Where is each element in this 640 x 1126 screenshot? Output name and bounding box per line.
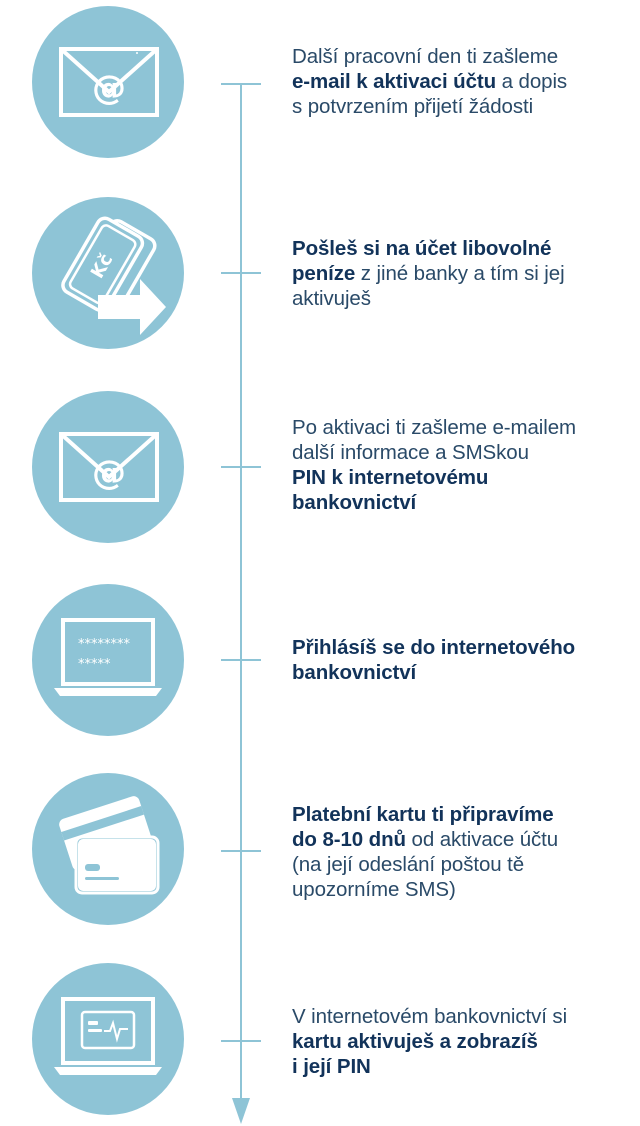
step-3-line: bankovnictví [292, 490, 612, 515]
step-6-line: i její PIN [292, 1054, 612, 1079]
timeline-tick [221, 272, 261, 274]
laptop-card-icon [54, 997, 162, 1075]
step-2-bold: peníze [292, 262, 356, 285]
timeline-tick [221, 659, 261, 661]
step-2-circle: Kč [32, 197, 184, 349]
timeline-arrow-icon [232, 1098, 250, 1124]
step-5-line: Platební kartu ti připravíme [292, 802, 612, 827]
timeline-tick [221, 850, 261, 852]
step-6-text: V internetovém bankovnictví si kartu akt… [292, 1004, 612, 1079]
step-5-bold: Platební kartu ti připravíme [292, 803, 554, 826]
svg-text:@: @ [92, 453, 126, 493]
password-mask: ******** [78, 637, 131, 652]
step-4-bold: Přihlásíš se do internetového [292, 636, 576, 659]
step-2-text: Pošleš si na účet libovolné peníze z jin… [292, 236, 612, 311]
timeline-tick [221, 83, 261, 85]
timeline-tick [221, 466, 261, 468]
step-4-line: bankovnictví [292, 660, 612, 685]
step-1-line: e-mail k aktivaci účtu a dopis [292, 69, 612, 94]
step-4-circle: ******** ***** [32, 584, 184, 736]
step-6-bold: kartu aktivuješ a zobrazíš [292, 1030, 538, 1053]
step-2-line: Pošleš si na účet libovolné [292, 236, 612, 261]
step-2-line: aktivuješ [292, 287, 371, 310]
step-5-text: Platební kartu ti připravíme do 8-10 dnů… [292, 802, 612, 902]
step-4-text: Přihlásíš se do internetového bankovnict… [292, 635, 612, 685]
step-5-line: do 8-10 dnů od aktivace účtu [292, 827, 612, 852]
step-2-rest: z jiné banky a tím si jej [355, 262, 565, 285]
step-1-circle: @ [32, 6, 184, 158]
step-4-bold: bankovnictví [292, 661, 417, 684]
step-3-line: PIN k internetovému [292, 465, 612, 490]
step-5-circle [32, 773, 184, 925]
money-transfer-icon: Kč [61, 216, 166, 335]
step-6-bold: i její PIN [292, 1055, 371, 1078]
step-1-line: Další pracovní den ti zašleme [292, 45, 559, 68]
envelope-at-icon: @ [59, 47, 159, 117]
step-6-line: kartu aktivuješ a zobrazíš [292, 1029, 612, 1054]
pin-mask: ***** [78, 657, 111, 672]
step-2-bold: Pošleš si na účet libovolné [292, 237, 552, 260]
step-4-line: Přihlásíš se do internetového [292, 635, 612, 660]
payment-cards-icon [59, 796, 160, 895]
step-3-bold: bankovnictví [292, 491, 417, 514]
step-3-bold: PIN k internetovému [292, 466, 489, 489]
step-5-line: (na její odeslání poštou tě [292, 853, 525, 876]
step-2-line: peníze z jiné banky a tím si jej [292, 261, 612, 286]
timeline-tick [221, 1040, 261, 1042]
step-3-line: Po aktivaci ti zašleme e-mailem [292, 416, 576, 439]
step-5-bold: do 8-10 dnů [292, 828, 406, 851]
step-3-text: Po aktivaci ti zašleme e-mailem další in… [292, 415, 612, 515]
step-5-line: upozorníme SMS) [292, 878, 456, 901]
step-1-text: Další pracovní den ti zašleme e-mail k a… [292, 44, 612, 119]
svg-text:@: @ [92, 68, 126, 108]
envelope-at-icon: @ [59, 432, 159, 502]
step-1-bold: e-mail k aktivaci účtu [292, 70, 497, 93]
step-3-line: další informace a SMSkou [292, 441, 529, 464]
step-3-circle: @ [32, 391, 184, 543]
step-6-circle [32, 963, 184, 1115]
step-6-line: V internetovém bankovnictví si [292, 1005, 568, 1028]
step-5-rest: od aktivace účtu [405, 828, 559, 851]
laptop-password-icon: ******** ***** [54, 618, 162, 696]
step-1-line: s potvrzením přijetí žádosti [292, 95, 534, 118]
timeline-line [240, 84, 242, 1102]
step-1-rest: a dopis [496, 70, 568, 93]
